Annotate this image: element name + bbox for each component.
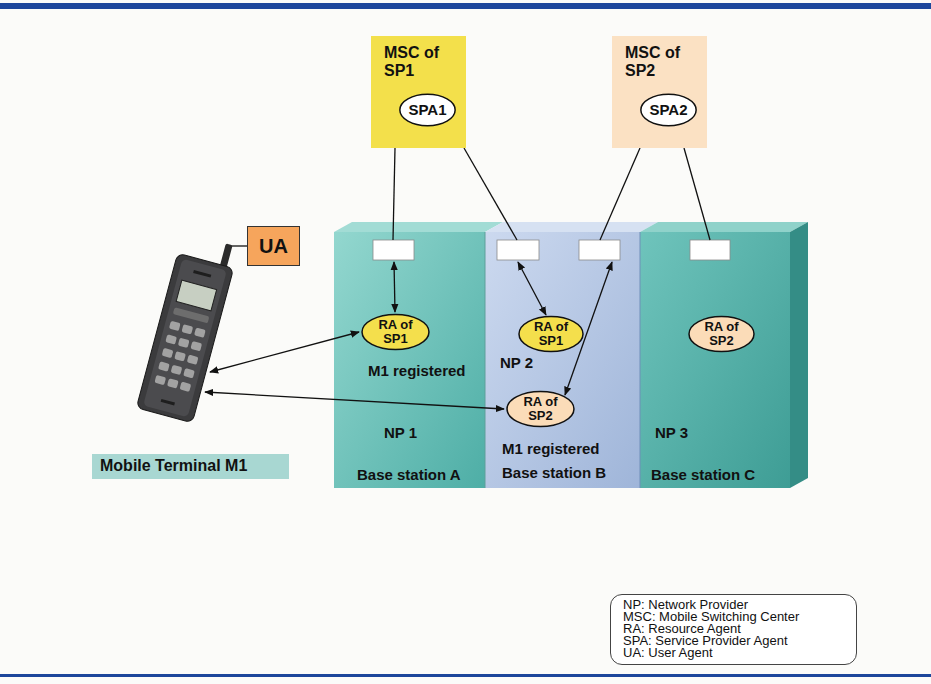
port-box xyxy=(690,240,730,260)
phone-earpiece xyxy=(193,270,211,278)
mobile-phone xyxy=(136,232,239,423)
agent-wire xyxy=(230,245,247,246)
ellipse-shape xyxy=(641,94,696,125)
node-label: Mobile Terminal M1 xyxy=(100,457,247,475)
legend-row: MSC: Mobile Switching Center xyxy=(623,611,844,623)
legend-row: UA: User Agent xyxy=(623,647,844,659)
node-label: Base station C xyxy=(651,466,755,483)
node-label: RA of SP2 xyxy=(518,395,564,423)
radio-arrow xyxy=(210,332,359,372)
phone-body xyxy=(136,253,233,423)
legend-text: SPA: Service Provider Agent xyxy=(623,635,788,647)
resource-agent: RA of SP1 xyxy=(518,315,584,353)
block-side xyxy=(790,222,808,488)
block-edge xyxy=(485,232,486,488)
phone-mic xyxy=(161,399,175,406)
node-label: RA of SP1 xyxy=(528,320,574,348)
ellipse-shape xyxy=(507,392,574,427)
base-station-block: M1 registered NP 1 Base station A RA of SP1 xyxy=(334,240,485,488)
node-label: SPA2 xyxy=(649,102,687,118)
node-label: RA of SP2 xyxy=(699,320,745,348)
node-label: M1 registered xyxy=(368,362,466,379)
block-face xyxy=(485,232,640,488)
block-face xyxy=(334,232,485,488)
node-label: Base station A xyxy=(357,466,461,483)
ellipse-shape xyxy=(362,315,429,350)
agent-box: UA xyxy=(247,226,300,266)
base-station-block: NP 2 M1 registeredBase station B RA of SP1… xyxy=(485,240,640,488)
legend-row: NP: Network Provider xyxy=(623,599,844,611)
node-label: NP 2 xyxy=(500,354,533,371)
block-top xyxy=(640,222,808,232)
legend-text: RA: Resource Agent xyxy=(623,623,741,635)
terminal-label: Mobile Terminal M1 xyxy=(92,454,289,479)
node-label: Base station B xyxy=(502,464,606,481)
node-label: NP 1 xyxy=(384,424,417,441)
connector-line xyxy=(393,148,395,240)
link-arrows xyxy=(205,246,612,409)
msc-box: MSC of SP1SPA1 xyxy=(371,36,466,148)
double-arrow xyxy=(394,262,395,312)
agent-ellipse: SPA1 xyxy=(399,93,456,127)
frame-bar xyxy=(0,674,931,677)
legend-box: NP: Network ProviderMSC: Mobile Switchin… xyxy=(610,594,857,665)
block-top xyxy=(334,222,503,232)
network-blocks xyxy=(334,222,808,488)
legend-text: NP: Network Provider xyxy=(623,599,748,611)
msc-box: MSC of SP2SPA2 xyxy=(612,36,707,148)
node-label: NP 3 xyxy=(655,424,688,441)
agent-ellipse: SPA2 xyxy=(640,93,697,127)
node-label: M1 registered xyxy=(502,440,600,457)
node-label: SPA1 xyxy=(408,102,446,118)
ellipse-shape xyxy=(519,317,583,352)
phone-screen xyxy=(176,280,216,311)
phone-face xyxy=(143,259,227,418)
phone-buttons xyxy=(173,307,210,323)
frame-bar xyxy=(0,3,931,9)
ellipse-shape xyxy=(689,317,754,352)
radio-arrow xyxy=(205,392,504,409)
phone-keypad xyxy=(154,321,205,392)
node-label: MSC of SP2 xyxy=(625,44,697,81)
legend-row: RA: Resource Agent xyxy=(623,623,844,635)
legend-row: SPA: Service Provider Agent xyxy=(623,635,844,647)
connector-line xyxy=(600,148,640,240)
resource-agent: RA of SP2 xyxy=(506,390,575,428)
ellipse-shape xyxy=(400,94,455,125)
node-label: MSC of SP1 xyxy=(384,44,456,81)
block-edge xyxy=(640,232,641,488)
base-station-block: NP 3 Base station C RA of SP2 xyxy=(640,240,790,488)
port-box xyxy=(373,240,414,260)
resource-agent: RA of SP2 xyxy=(688,315,755,353)
double-arrow xyxy=(518,262,546,315)
connector-line xyxy=(464,148,517,240)
port-box xyxy=(497,240,539,260)
port-box xyxy=(579,240,620,260)
resource-agent: RA of SP1 xyxy=(361,313,430,351)
node-label: UA xyxy=(259,235,288,258)
connector-line xyxy=(684,148,710,240)
block-face xyxy=(640,232,790,488)
legend-text: UA: User Agent xyxy=(623,647,713,659)
node-label: RA of SP1 xyxy=(373,318,419,346)
legend-text: MSC: Mobile Switching Center xyxy=(623,611,799,623)
